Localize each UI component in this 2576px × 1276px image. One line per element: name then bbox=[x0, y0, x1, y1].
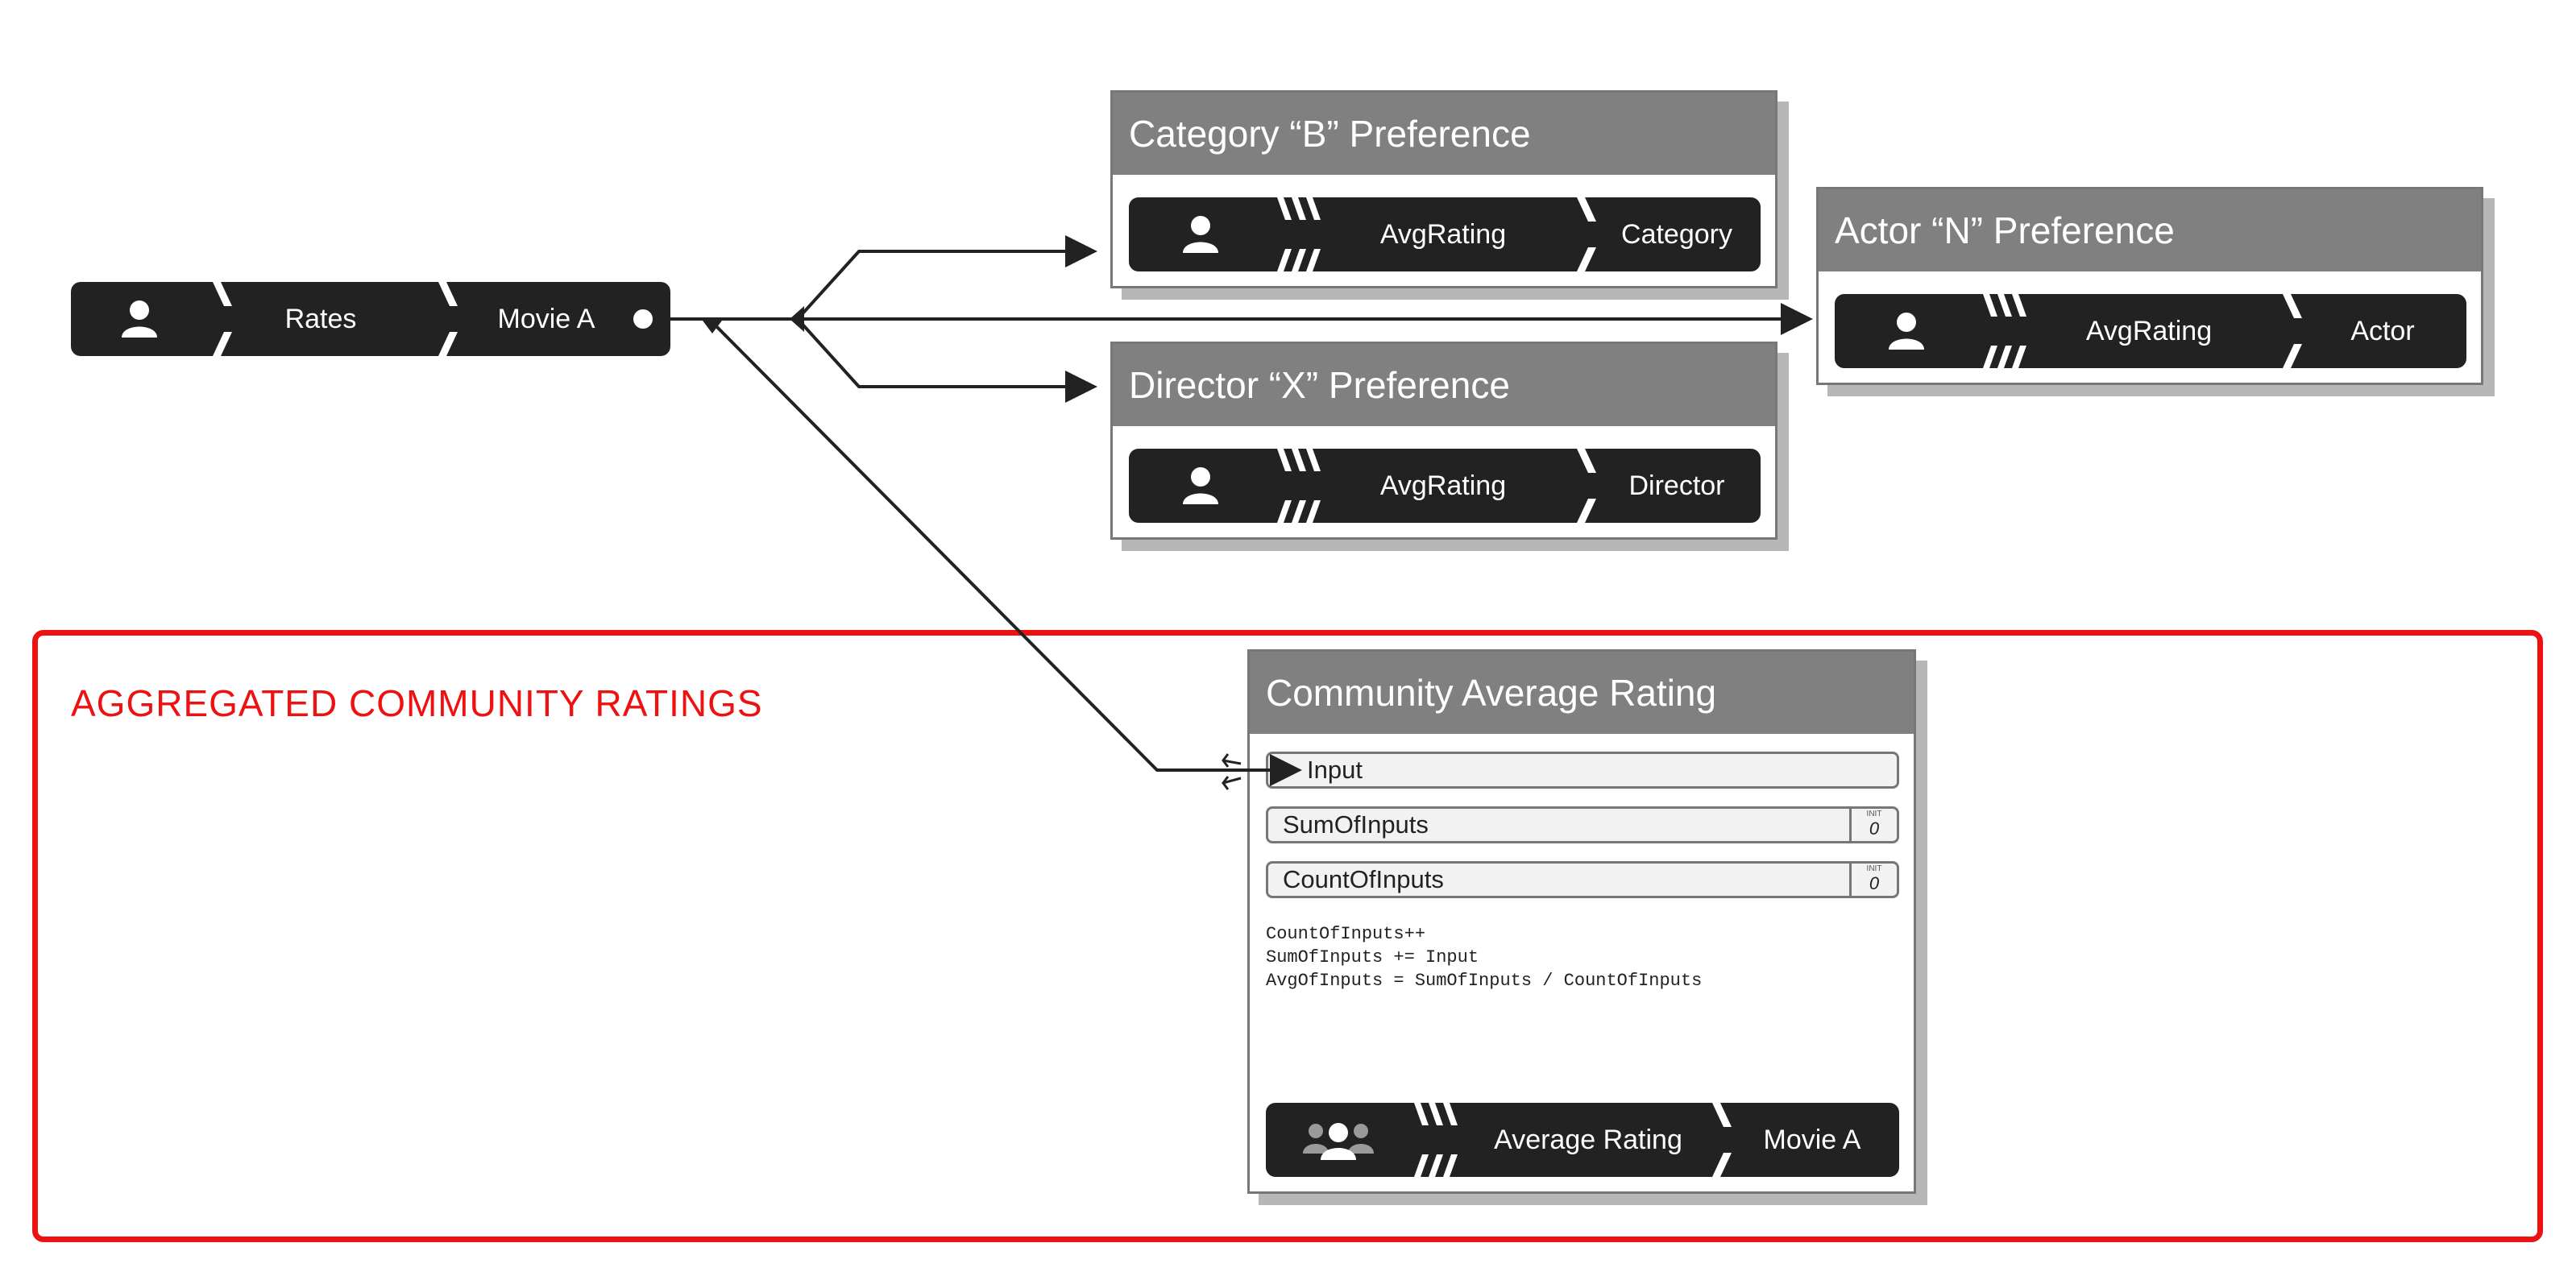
triple-right: Director bbox=[1628, 470, 1725, 501]
slash-divider bbox=[213, 282, 232, 356]
triple-slash bbox=[1983, 294, 2026, 368]
triple-middle: AvgRating bbox=[1379, 470, 1507, 501]
init-value-box[interactable]: INIT 0 bbox=[1849, 864, 1897, 896]
triple-middle: Average Rating bbox=[1494, 1125, 1682, 1155]
slash-divider bbox=[2283, 294, 2302, 368]
input-feather-icon bbox=[1222, 753, 1242, 790]
code-line: SumOfInputs += Input bbox=[1266, 947, 1479, 967]
code-line: AvgOfInputs = SumOfInputs / CountOfInput… bbox=[1266, 971, 1703, 991]
triple-slash bbox=[1277, 197, 1321, 271]
region-label: AGGREGATED COMMUNITY RATINGS bbox=[71, 682, 763, 724]
actor-preference-card[interactable]: Actor “N” Preference AvgRating Actor bbox=[1816, 187, 2495, 396]
category-triple[interactable]: AvgRating Category bbox=[1129, 197, 1761, 271]
init-label: INIT bbox=[1866, 810, 1882, 818]
director-triple[interactable]: AvgRating Director bbox=[1129, 449, 1761, 523]
output-port[interactable] bbox=[633, 309, 653, 329]
init-label: INIT bbox=[1866, 864, 1882, 873]
slash-divider bbox=[1712, 1103, 1732, 1177]
actor-triple[interactable]: AvgRating Actor bbox=[1835, 294, 2466, 368]
wire-to-category bbox=[796, 235, 1097, 321]
slash-divider bbox=[1577, 449, 1596, 523]
count-of-inputs-field[interactable]: CountOfInputs INIT 0 bbox=[1266, 861, 1899, 898]
category-preference-card[interactable]: Category “B” Preference AvgRating Catego… bbox=[1110, 90, 1789, 300]
branch-junction bbox=[703, 321, 722, 334]
init-value-box[interactable]: INIT 0 bbox=[1849, 809, 1897, 841]
triple-middle: AvgRating bbox=[2085, 316, 2213, 346]
triple-middle: AvgRating bbox=[1379, 219, 1507, 250]
triple-right: Actor bbox=[2350, 316, 2415, 346]
card-title: Actor “N” Preference bbox=[1819, 189, 2481, 271]
input-field-label: Input bbox=[1307, 756, 1363, 784]
wire-to-director bbox=[796, 317, 1097, 403]
card-title: Category “B” Preference bbox=[1113, 93, 1775, 175]
user-icon bbox=[119, 282, 160, 356]
slash-divider bbox=[1577, 197, 1596, 271]
group-icon bbox=[1298, 1103, 1379, 1177]
user-icon bbox=[1886, 294, 1927, 368]
user-icon bbox=[1180, 449, 1221, 523]
wire-to-community bbox=[707, 317, 1302, 786]
sum-of-inputs-field[interactable]: SumOfInputs INIT 0 bbox=[1266, 806, 1899, 843]
card-title: Community Average Rating bbox=[1250, 652, 1914, 734]
average-rating-output-triple[interactable]: Average Rating Movie A bbox=[1266, 1103, 1899, 1177]
card-title: Director “X” Preference bbox=[1113, 344, 1775, 426]
triple-slash bbox=[1414, 1103, 1458, 1177]
init-value: 0 bbox=[1869, 818, 1880, 839]
init-value: 0 bbox=[1869, 873, 1880, 893]
source-triple[interactable]: Rates Movie A bbox=[71, 282, 670, 356]
triple-right: Category bbox=[1621, 219, 1732, 250]
source-object: Movie A bbox=[497, 304, 595, 334]
director-preference-card[interactable]: Director “X” Preference AvgRating Direct… bbox=[1110, 342, 1789, 551]
aggregated-region bbox=[32, 630, 2543, 1242]
source-verb: Rates bbox=[284, 304, 357, 334]
field-label: SumOfInputs bbox=[1283, 810, 1429, 839]
code-line: CountOfInputs++ bbox=[1266, 924, 1426, 944]
community-average-card[interactable]: Community Average Rating Input SumOfInpu… bbox=[1247, 649, 1927, 1205]
user-icon bbox=[1180, 197, 1221, 271]
field-label: CountOfInputs bbox=[1283, 865, 1444, 893]
branch-junction bbox=[790, 306, 804, 332]
slash-divider bbox=[438, 282, 458, 356]
triple-slash bbox=[1277, 449, 1321, 523]
triple-right: Movie A bbox=[1763, 1125, 1861, 1155]
